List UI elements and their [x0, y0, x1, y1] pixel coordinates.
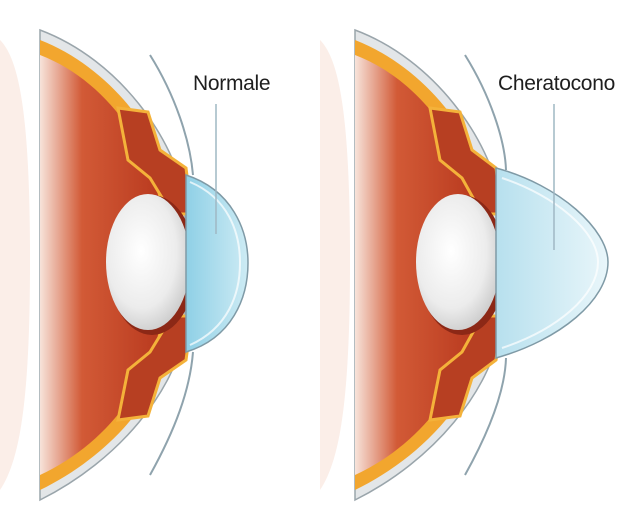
normal-eye-label: Normale: [193, 72, 271, 95]
keratoconus-eye-label: Cheratocono: [498, 72, 615, 95]
keratoconus-eye-cross-section-icon: [320, 28, 609, 502]
normal-eye-cross-section-icon: [0, 28, 249, 502]
